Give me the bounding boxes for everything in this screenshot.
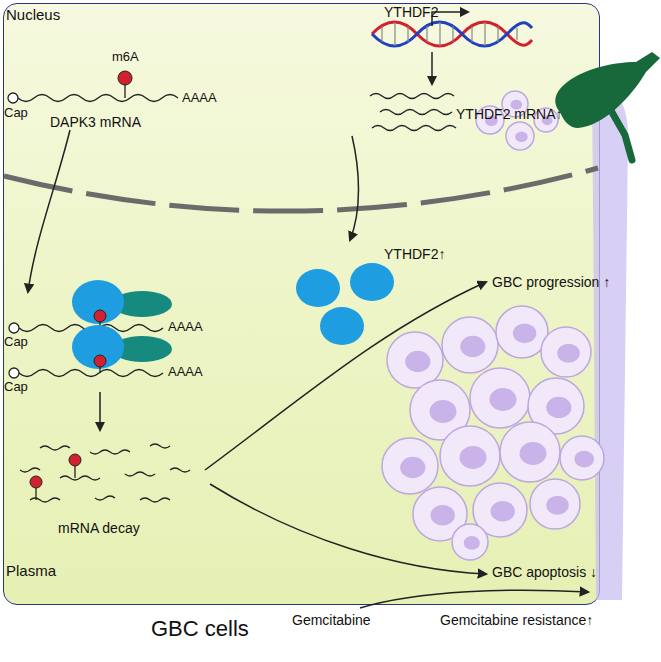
bile-duct: [605, 100, 632, 160]
cell-nucleus: [557, 344, 580, 363]
cell-nucleus: [491, 501, 515, 522]
arrow: [431, 52, 433, 84]
transcription-arrow: [432, 12, 468, 26]
mrna-label: DAPK3 mRNA: [50, 114, 141, 130]
cell-nucleus: [460, 446, 487, 469]
mrna-label: YTHDF2 mRNA↑: [456, 106, 563, 122]
compartment-label: Plasma: [6, 562, 56, 579]
tumour-cell: [476, 106, 504, 134]
outcome-label: Gemcitabine resistance↑: [440, 612, 593, 628]
cell-nucleus: [430, 400, 457, 423]
polya-label: AAAA: [168, 320, 203, 335]
cell-nucleus: [485, 115, 498, 126]
tumour-cell: [560, 436, 604, 480]
tumour-cell: [500, 422, 560, 482]
outcome-label: GBC apoptosis ↓: [492, 564, 597, 580]
cell-nucleus: [464, 536, 480, 550]
tumour-cell: [442, 317, 498, 373]
cell-nucleus: [546, 397, 571, 418]
bound-mrna: [9, 280, 172, 378]
cell-nucleus: [513, 323, 536, 343]
nuclear-membrane: [4, 168, 598, 211]
compartment-label: Nucleus: [6, 6, 60, 23]
tumour-cell: [470, 368, 530, 428]
gene-label: YTHDF2: [384, 4, 438, 20]
region-title: GBC cells: [151, 616, 249, 641]
cell-nucleus: [520, 442, 547, 465]
dapk3-mrna: [8, 71, 178, 103]
m6a-mark: [69, 454, 81, 466]
arrow: [360, 590, 588, 608]
cell-nucleus: [574, 451, 594, 468]
cell-nucleus: [460, 336, 485, 357]
tumour-cell: [502, 91, 528, 117]
tumour-cell: [452, 524, 488, 560]
drug-label: Gemcitabine: [292, 612, 371, 628]
tumour-cell: [541, 327, 591, 377]
polya-label: AAAA: [168, 365, 203, 380]
tumour-cell: [440, 426, 500, 486]
tumour-cell: [530, 479, 580, 529]
ythdf2-protein: [296, 263, 394, 345]
cap-label: Cap: [4, 380, 28, 395]
tumour-cell: [534, 108, 558, 132]
tumour-cell: [496, 306, 548, 358]
tumour-cell: [382, 438, 438, 494]
cell-nucleus: [405, 351, 430, 372]
arrow: [99, 392, 101, 430]
mrna-fragments: [20, 444, 190, 502]
tumour-cell: [387, 332, 443, 388]
cap-label: Cap: [4, 335, 28, 350]
ythdf2-mrna: [370, 94, 456, 131]
modification-label: m6A: [112, 50, 139, 65]
tumour-cell: [506, 122, 534, 150]
m6a-mark: [30, 476, 42, 488]
arrow: [350, 136, 359, 240]
process-label: mRNA decay: [58, 520, 140, 536]
arrow: [210, 484, 486, 574]
cell-nucleus: [542, 116, 553, 125]
cell-nucleus: [515, 131, 528, 142]
polya-label: AAAA: [182, 91, 217, 106]
cell-nucleus: [431, 505, 455, 526]
cap-label: Cap: [4, 106, 28, 121]
protein-label: YTHDF2↑: [384, 246, 445, 262]
cell-nucleus: [400, 457, 425, 478]
tissue-band: [592, 70, 628, 600]
arrow: [28, 130, 70, 292]
cell-nucleus: [510, 100, 522, 110]
dna-helix: [372, 22, 532, 46]
cell-nucleus: [490, 388, 517, 411]
outcome-label: GBC progression ↑: [492, 274, 610, 290]
gallbladder: [555, 52, 660, 128]
cell-nucleus: [546, 496, 569, 515]
